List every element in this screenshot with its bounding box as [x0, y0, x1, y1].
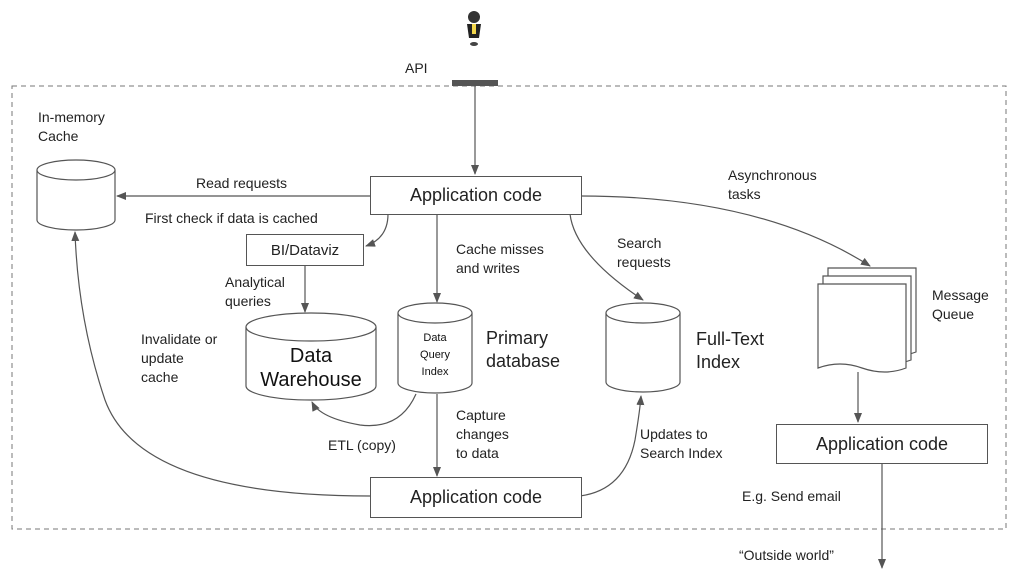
application-code-right-box: Application code: [776, 424, 988, 464]
primary-database-cylinder: [397, 302, 473, 394]
first-check-label: First check if data is cached: [145, 210, 318, 226]
arrow-app-to-bi: [365, 213, 389, 247]
updates-search-index-label: Updates to Search Index: [640, 426, 723, 461]
invalidate-cache-label: Invalidate or update cache: [141, 331, 218, 385]
analytical-queries-label: Analytical queries: [225, 274, 285, 309]
data-warehouse-label: Data Warehouse: [260, 345, 362, 391]
bi-dataviz-box: BI/Dataviz: [246, 234, 364, 266]
application-code-top-box: Application code: [370, 176, 582, 215]
person-icon: [467, 11, 481, 46]
full-text-index-cylinder: [605, 302, 681, 393]
outside-world-label: “Outside world”: [739, 547, 834, 563]
cache-label: In-memory Cache: [38, 109, 105, 144]
primary-database-label: Primary database: [486, 328, 561, 371]
data-warehouse-cylinder: [245, 312, 377, 401]
read-requests-label: Read requests: [196, 175, 288, 191]
arrow-async-tasks: [580, 195, 871, 267]
connectors: [71, 86, 886, 569]
message-queue-label: Message Queue: [932, 287, 989, 322]
message-queue-icon: [817, 267, 917, 373]
etl-label: ETL (copy): [328, 437, 396, 453]
async-tasks-label: Asynchronous tasks: [728, 167, 817, 202]
api-gate: [452, 80, 498, 86]
cache-cylinder: [36, 159, 116, 231]
search-requests-label: Search requests: [617, 235, 671, 270]
arrow-update-search-index: [579, 395, 645, 497]
application-code-bottom-box: Application code: [370, 477, 582, 518]
system-boundary: [11, 85, 1007, 530]
send-email-label: E.g. Send email: [742, 488, 841, 504]
full-text-index-label: Full-Text Index: [696, 329, 765, 372]
arrow-etl: [311, 393, 417, 427]
cache-misses-label: Cache misses and writes: [456, 241, 544, 276]
data-query-index-label: Data Query Index: [420, 332, 450, 378]
api-label: API: [405, 60, 428, 76]
arrow-invalidate-cache: [71, 231, 371, 497]
capture-changes-label: Capture changes to data: [456, 407, 509, 461]
arrow-search-requests: [569, 213, 644, 301]
